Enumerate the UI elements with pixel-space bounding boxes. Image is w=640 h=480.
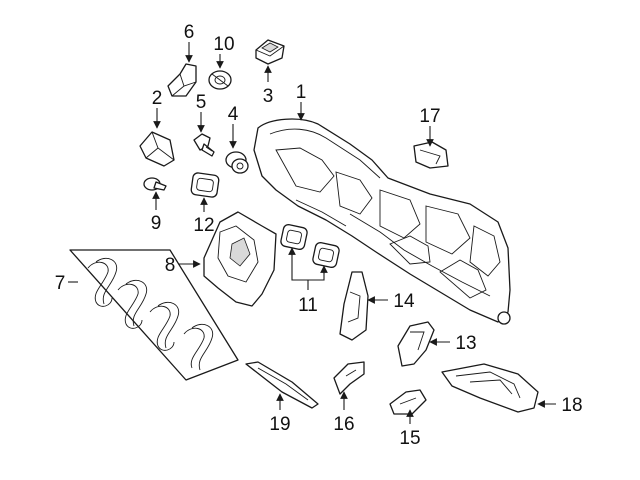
bracket-part-16 — [333, 361, 365, 395]
callout-7: 7 — [55, 273, 66, 294]
callout-5: 5 — [196, 92, 207, 113]
bracket-part-15 — [389, 389, 427, 415]
bracket-part-2 — [139, 131, 175, 167]
bolt-part-5 — [193, 133, 215, 157]
clip-part-3 — [255, 39, 285, 65]
grommet-part-10 — [208, 70, 232, 90]
callout-17: 17 — [419, 106, 440, 127]
callout-1: 1 — [296, 82, 307, 103]
bracket-part-13 — [397, 321, 435, 367]
callout-2: 2 — [152, 88, 163, 109]
callout-3: 3 — [263, 86, 274, 107]
absorber-set-part-7 — [69, 249, 239, 381]
callout-4: 4 — [228, 104, 239, 125]
leader-lines — [68, 42, 556, 424]
callout-9: 9 — [151, 213, 162, 234]
callout-15: 15 — [399, 428, 420, 449]
callout-6: 6 — [184, 22, 195, 43]
callout-16: 16 — [333, 414, 354, 435]
callout-8: 8 — [165, 255, 176, 276]
clip-part-17 — [413, 141, 449, 169]
bracket-part-6 — [167, 63, 197, 97]
floor-panel-part-18 — [441, 363, 539, 413]
callout-10: 10 — [213, 34, 234, 55]
dash-insulator-part-1 — [253, 118, 511, 325]
callout-14: 14 — [393, 291, 415, 312]
gasket-pair-part-11 — [280, 224, 340, 268]
callout-12: 12 — [193, 215, 214, 236]
brace-part-14 — [339, 271, 369, 341]
callout-11: 11 — [298, 295, 318, 316]
bushing-part-4 — [225, 151, 249, 174]
insulator-part-8 — [203, 211, 277, 307]
callout-13: 13 — [455, 333, 476, 354]
callout-19: 19 — [269, 414, 290, 435]
trim-strip-part-19 — [245, 361, 319, 409]
bolt-part-9 — [143, 177, 167, 191]
gasket-part-12 — [190, 172, 220, 198]
callout-18: 18 — [561, 395, 582, 416]
callout-labels: 1 2 3 4 5 6 7 8 9 10 11 12 13 14 15 16 1… — [55, 22, 583, 449]
